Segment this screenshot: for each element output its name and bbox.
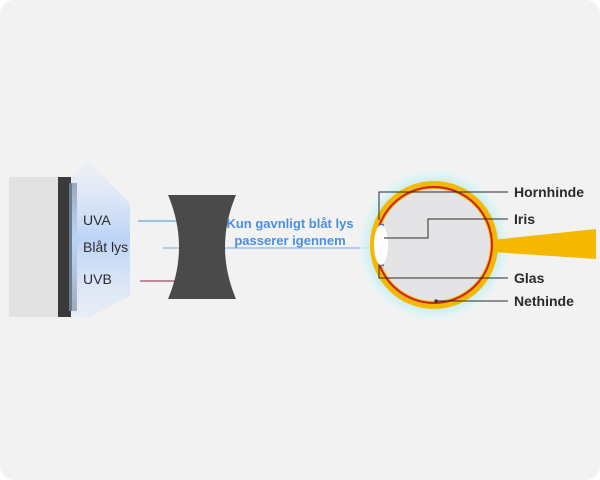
eye-lens (374, 225, 388, 265)
uva-label: UVA (83, 212, 111, 228)
iris-label: Iris (514, 211, 536, 227)
filter-note-line1: Kun gavnligt blåt lys (226, 216, 354, 231)
optic-nerve (492, 229, 596, 259)
blue-light-label: Blåt lys (83, 239, 129, 255)
nethinde-leader-dot (434, 299, 438, 303)
glas-leader (378, 265, 508, 279)
filter-note: Kun gavnligt blåt lys passerer igennem (215, 215, 365, 249)
filter-lens (168, 195, 236, 299)
eye-interior (378, 189, 490, 301)
hornhinde-leader (378, 191, 508, 220)
filter-note-line2: passerer igennem (234, 233, 346, 248)
uvb-label: UVB (83, 271, 112, 287)
screen-bezel (58, 177, 71, 317)
glas-label: Glas (514, 270, 545, 286)
hornhinde-label: Hornhinde (514, 184, 584, 200)
iris-leader (384, 218, 508, 239)
nethinde-label: Nethinde (514, 293, 574, 309)
screen-block (9, 177, 59, 317)
emitted-light-glow (72, 160, 130, 318)
